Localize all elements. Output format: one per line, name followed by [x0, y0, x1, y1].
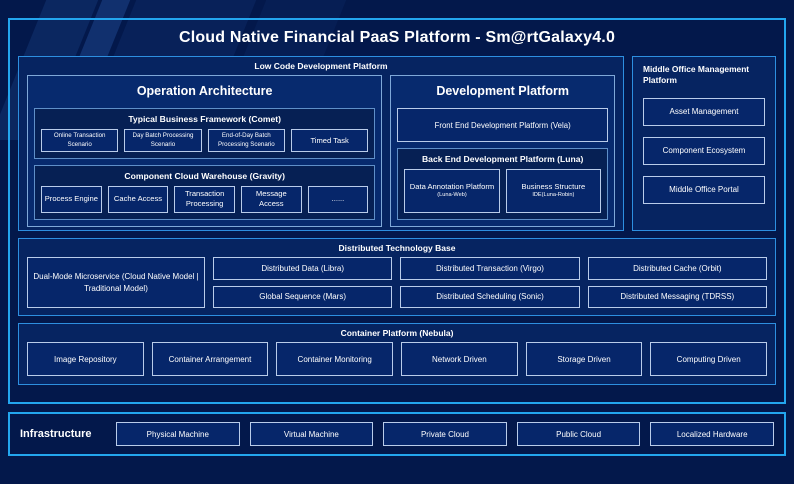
cell-component-ecosystem[interactable]: Component Ecosystem	[643, 136, 765, 165]
container-platform-inner: Image Repository Container Arrangement C…	[19, 342, 775, 384]
cell-public-cloud[interactable]: Public Cloud	[516, 422, 641, 446]
cell-container-arrangement[interactable]: Container Arrangement	[151, 342, 269, 376]
operation-architecture-title: Operation Architecture	[136, 84, 273, 99]
distributed-base-column-1: Distributed Data (Libra) Global Sequence…	[213, 257, 393, 308]
group-back-end-development-platform[interactable]: Back End Development Platform (Luna) Dat…	[397, 148, 608, 220]
business-framework-items: Online Transaction Scenario Day Batch Pr…	[41, 129, 369, 153]
cell-asset-management[interactable]: Asset Management	[643, 97, 765, 126]
page-title: Cloud Native Financial PaaS Platform - S…	[178, 29, 616, 46]
middle-office-title: Middle Office Management Platform	[643, 64, 750, 86]
cell-computing-driven[interactable]: Computing Driven	[650, 342, 768, 376]
panel-infrastructure[interactable]: Infrastructure Physical Machine Virtual …	[8, 412, 786, 456]
cell-middle-office-portal[interactable]: Middle Office Portal	[643, 175, 765, 204]
frame-body: Low Code Development Platform Operation …	[10, 56, 784, 402]
cell-business-structure-ide[interactable]: Business Structure IDE(Luna-Robin)	[505, 169, 601, 213]
low-code-platform-title: Low Code Development Platform	[254, 61, 388, 71]
cell-network-driven[interactable]: Network Driven	[401, 342, 518, 376]
cell-data-annotation-platform-label: Data Annotation Platform	[409, 182, 495, 192]
cell-business-structure-label: Business Structure	[521, 182, 586, 192]
top-row: Low Code Development Platform Operation …	[18, 56, 776, 231]
back-end-platform-title: Back End Development Platform (Luna)	[421, 154, 584, 165]
panel-distributed-technology-base[interactable]: Distributed Technology Base Dual-Mode Mi…	[18, 238, 776, 316]
cell-distributed-scheduling[interactable]: Distributed Scheduling (Sonic)	[400, 285, 580, 308]
cell-physical-machine[interactable]: Physical Machine	[116, 422, 240, 446]
main-platform-frame: Cloud Native Financial PaaS Platform - S…	[8, 18, 786, 404]
cell-distributed-transaction[interactable]: Distributed Transaction (Virgo)	[400, 257, 580, 280]
cell-storage-driven[interactable]: Storage Driven	[525, 342, 643, 376]
cell-global-sequence[interactable]: Global Sequence (Mars)	[213, 285, 393, 308]
cell-distributed-data[interactable]: Distributed Data (Libra)	[213, 257, 393, 280]
cell-distributed-cache[interactable]: Distributed Cache (Orbit)	[587, 257, 767, 280]
cell-online-transaction-scenario[interactable]: Online Transaction Scenario	[41, 129, 119, 153]
cell-day-batch-processing-scenario[interactable]: Day Batch Processing Scenario	[124, 129, 202, 153]
business-framework-title: Typical Business Framework (Comet)	[128, 114, 281, 125]
cell-localized-hardware[interactable]: Localized Hardware	[650, 422, 774, 446]
infrastructure-label: Infrastructure	[20, 428, 92, 440]
subpanel-operation-architecture[interactable]: Operation Architecture Typical Business …	[27, 75, 383, 227]
cell-data-annotation-platform-sub: (Luna-Web)	[437, 192, 467, 199]
group-component-cloud-warehouse[interactable]: Component Cloud Warehouse (Gravity) Proc…	[34, 165, 376, 220]
panel-middle-office-management-platform[interactable]: Middle Office Management Platform Asset …	[632, 56, 776, 231]
cell-private-cloud[interactable]: Private Cloud	[383, 422, 507, 446]
distributed-base-inner: Dual-Mode Microservice (Cloud Native Mod…	[19, 257, 775, 315]
cell-business-structure-sub: IDE(Luna-Robin)	[532, 192, 575, 199]
cell-data-annotation-platform[interactable]: Data Annotation Platform (Luna-Web)	[404, 169, 500, 213]
development-platform-title: Development Platform	[436, 84, 569, 99]
distributed-base-column-2: Distributed Transaction (Virgo) Distribu…	[400, 257, 580, 308]
cell-timed-task[interactable]: Timed Task	[290, 129, 369, 153]
cell-transaction-processing[interactable]: Transaction Processing	[174, 186, 235, 213]
container-platform-title: Container Platform (Nebula)	[340, 328, 454, 338]
cell-message-access[interactable]: Message Access	[240, 186, 302, 213]
cell-more-ellipsis[interactable]: ......	[307, 186, 369, 213]
panel-low-code-development-platform[interactable]: Low Code Development Platform Operation …	[18, 56, 624, 231]
distributed-base-column-3: Distributed Cache (Orbit) Distributed Me…	[587, 257, 767, 308]
cell-virtual-machine[interactable]: Virtual Machine	[249, 422, 374, 446]
cell-dual-mode-microservice[interactable]: Dual-Mode Microservice (Cloud Native Mod…	[27, 257, 205, 308]
group-typical-business-framework[interactable]: Typical Business Framework (Comet) Onlin…	[34, 108, 376, 160]
diagram-title-bar: Cloud Native Financial PaaS Platform - S…	[10, 20, 784, 56]
subpanel-development-platform[interactable]: Development Platform Front End Developme…	[390, 75, 615, 227]
distributed-base-title: Distributed Technology Base	[338, 243, 456, 253]
component-warehouse-title: Component Cloud Warehouse (Gravity)	[124, 171, 285, 182]
cell-image-repository[interactable]: Image Repository	[27, 342, 144, 376]
component-warehouse-items: Process Engine Cache Access Transaction …	[41, 186, 369, 213]
cell-cache-access[interactable]: Cache Access	[107, 186, 169, 213]
panel-container-platform[interactable]: Container Platform (Nebula) Image Reposi…	[18, 323, 776, 385]
back-end-items: Data Annotation Platform (Luna-Web) Busi…	[404, 169, 601, 213]
cell-process-engine[interactable]: Process Engine	[41, 186, 102, 213]
cell-distributed-messaging[interactable]: Distributed Messaging (TDRSS)	[587, 285, 767, 308]
low-code-inner: Operation Architecture Typical Business …	[19, 75, 623, 234]
cell-container-monitoring[interactable]: Container Monitoring	[276, 342, 394, 376]
cell-end-of-day-batch-processing-scenario[interactable]: End-of-Day Batch Processing Scenario	[207, 129, 285, 153]
cell-front-end-development-platform[interactable]: Front End Development Platform (Vela)	[397, 108, 608, 143]
